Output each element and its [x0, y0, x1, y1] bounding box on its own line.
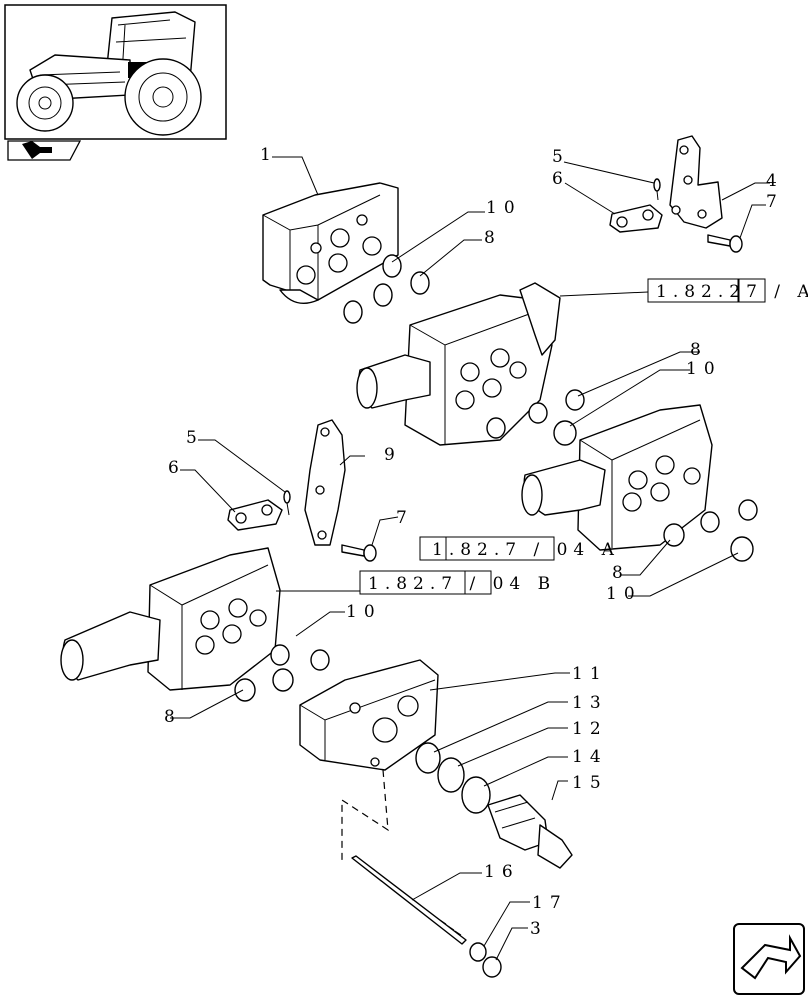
ref-label-82-27-a: 1.82.27 / A: [656, 282, 808, 302]
lever-9: [304, 419, 346, 546]
corner-navigation-icon[interactable]: [733, 923, 805, 995]
ref-box-82-7-04a[interactable]: 1.82.7 / 04 A: [419, 536, 620, 561]
callout-14: 14: [572, 747, 608, 767]
callout-13: 13: [572, 693, 608, 713]
end-cover-11: [299, 659, 439, 771]
callout-5-top: 5: [552, 147, 570, 167]
callout-1: 1: [260, 145, 278, 165]
callout-12: 12: [572, 719, 608, 739]
clevis-pin-5b: [283, 490, 291, 516]
callout-7-mid: 7: [396, 508, 414, 528]
callout-17: 17: [532, 893, 568, 913]
plug-15: [487, 794, 573, 869]
link-6b: [227, 499, 283, 531]
bolt-7b: [341, 544, 377, 562]
valve-section-a: [356, 282, 561, 446]
washer-17: [469, 942, 487, 962]
callout-15: 15: [572, 773, 608, 793]
bracket-4: [669, 135, 723, 229]
ref-label-82-7-04a: 1.82.7 / 04 A: [432, 540, 620, 560]
callout-6-mid: 6: [168, 458, 186, 478]
back-arrow-icon[interactable]: [7, 140, 82, 161]
callout-8-top: 8: [484, 228, 502, 248]
valve-section-04a: [521, 404, 713, 551]
callout-9: 9: [384, 445, 402, 465]
callout-11: 11: [572, 664, 608, 684]
o-rings: [415, 742, 491, 814]
alignment-dashes: [341, 769, 389, 860]
callout-10-mid: 10: [686, 359, 722, 379]
leader-lines: [170, 156, 770, 961]
callout-8-left: 8: [164, 707, 182, 727]
callout-10-right: 10: [606, 584, 642, 604]
tractor-thumbnail-icon[interactable]: [4, 4, 227, 140]
callout-3: 3: [530, 919, 548, 939]
ref-label-82-7-04b: 1.82.7 / 04 B: [368, 574, 556, 594]
callout-8-right: 8: [612, 563, 630, 583]
callout-16: 16: [484, 862, 520, 882]
nut-3: [482, 956, 502, 978]
seal-rings-lower: [234, 644, 330, 702]
callout-4: 4: [766, 171, 784, 191]
valve-section-04b: [60, 547, 281, 691]
clevis-pin-5: [653, 178, 661, 201]
callout-10-top: 10: [486, 198, 522, 218]
tie-rod-16: [351, 855, 467, 945]
link-6: [609, 204, 663, 233]
seal-rings-top: [343, 254, 430, 324]
ref-box-82-27-a[interactable]: 1.82.27 / A: [647, 278, 808, 303]
callout-labels: 1 10 8 5 6 4 7 8 10 5 9 6 7 8 10 10 8 11…: [164, 145, 784, 939]
callout-8-mid: 8: [690, 340, 708, 360]
callout-10-left: 10: [346, 602, 382, 622]
bolt-7: [707, 234, 743, 253]
ref-box-82-7-04b[interactable]: 1.82.7 / 04 B: [359, 570, 556, 595]
callout-5-mid: 5: [186, 428, 204, 448]
seal-rings-mid-a: [486, 389, 585, 446]
callout-7-top: 7: [766, 192, 784, 212]
callout-6-top: 6: [552, 169, 570, 189]
